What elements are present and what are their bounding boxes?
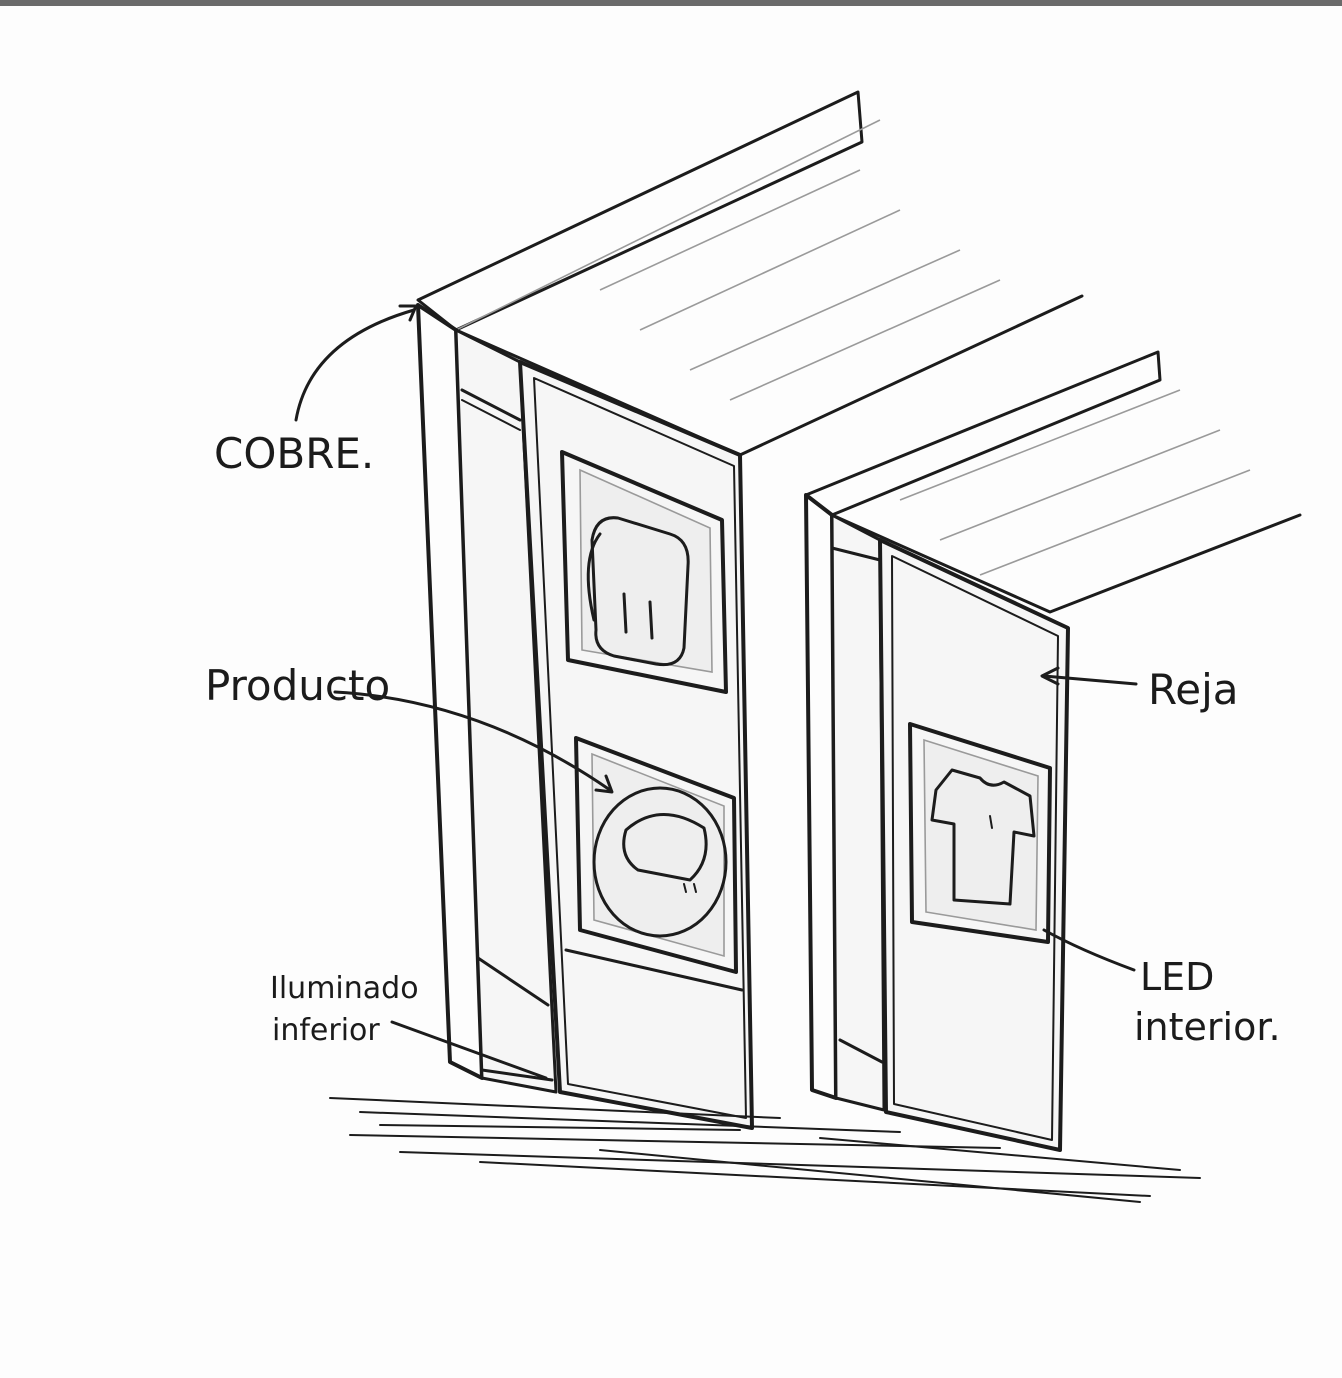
- led-label-line1: LED: [1140, 955, 1214, 999]
- product-window-right: [908, 722, 1052, 944]
- label-reja: Reja: [1040, 665, 1239, 714]
- left-display-module: [416, 90, 1084, 1130]
- producto-label: Producto: [205, 661, 390, 710]
- tshirt-icon: [930, 768, 1036, 906]
- paper-edge: [0, 0, 1342, 6]
- right-display-module: [804, 350, 1302, 1152]
- floor-shadow: [329, 1097, 1201, 1203]
- iluminado-leader: [390, 1020, 548, 1080]
- reja-mesh-left: [533, 377, 747, 1119]
- label-led: LED interior.: [1042, 928, 1281, 1049]
- led-leader: [1042, 928, 1136, 972]
- producto-leader: [333, 690, 612, 792]
- iluminado-label-line2: inferior: [272, 1013, 380, 1048]
- cobre-label: COBRE.: [214, 429, 374, 478]
- inner-light-column-right: [830, 513, 886, 1112]
- product-window-top: [560, 450, 728, 694]
- backpack-icon: [586, 516, 690, 667]
- product-window-middle: [574, 736, 738, 974]
- inner-light-column: [454, 328, 558, 1094]
- reja-label: Reja: [1148, 665, 1239, 714]
- cobre-leader: [294, 308, 416, 422]
- helmet-icon: [592, 786, 728, 938]
- iluminado-label-line1: Iluminado: [270, 971, 419, 1006]
- led-label-line2: interior.: [1134, 1005, 1281, 1049]
- copper-top-edge-right: [804, 350, 1162, 517]
- label-iluminado: Iluminado inferior: [270, 971, 548, 1080]
- label-producto: Producto: [205, 661, 614, 794]
- reja-mesh-right: [891, 555, 1059, 1141]
- label-cobre: COBRE.: [214, 304, 418, 478]
- grid-panel-left: [518, 360, 754, 1130]
- copper-top-edge: [416, 90, 864, 332]
- reja-leader: [1042, 674, 1138, 686]
